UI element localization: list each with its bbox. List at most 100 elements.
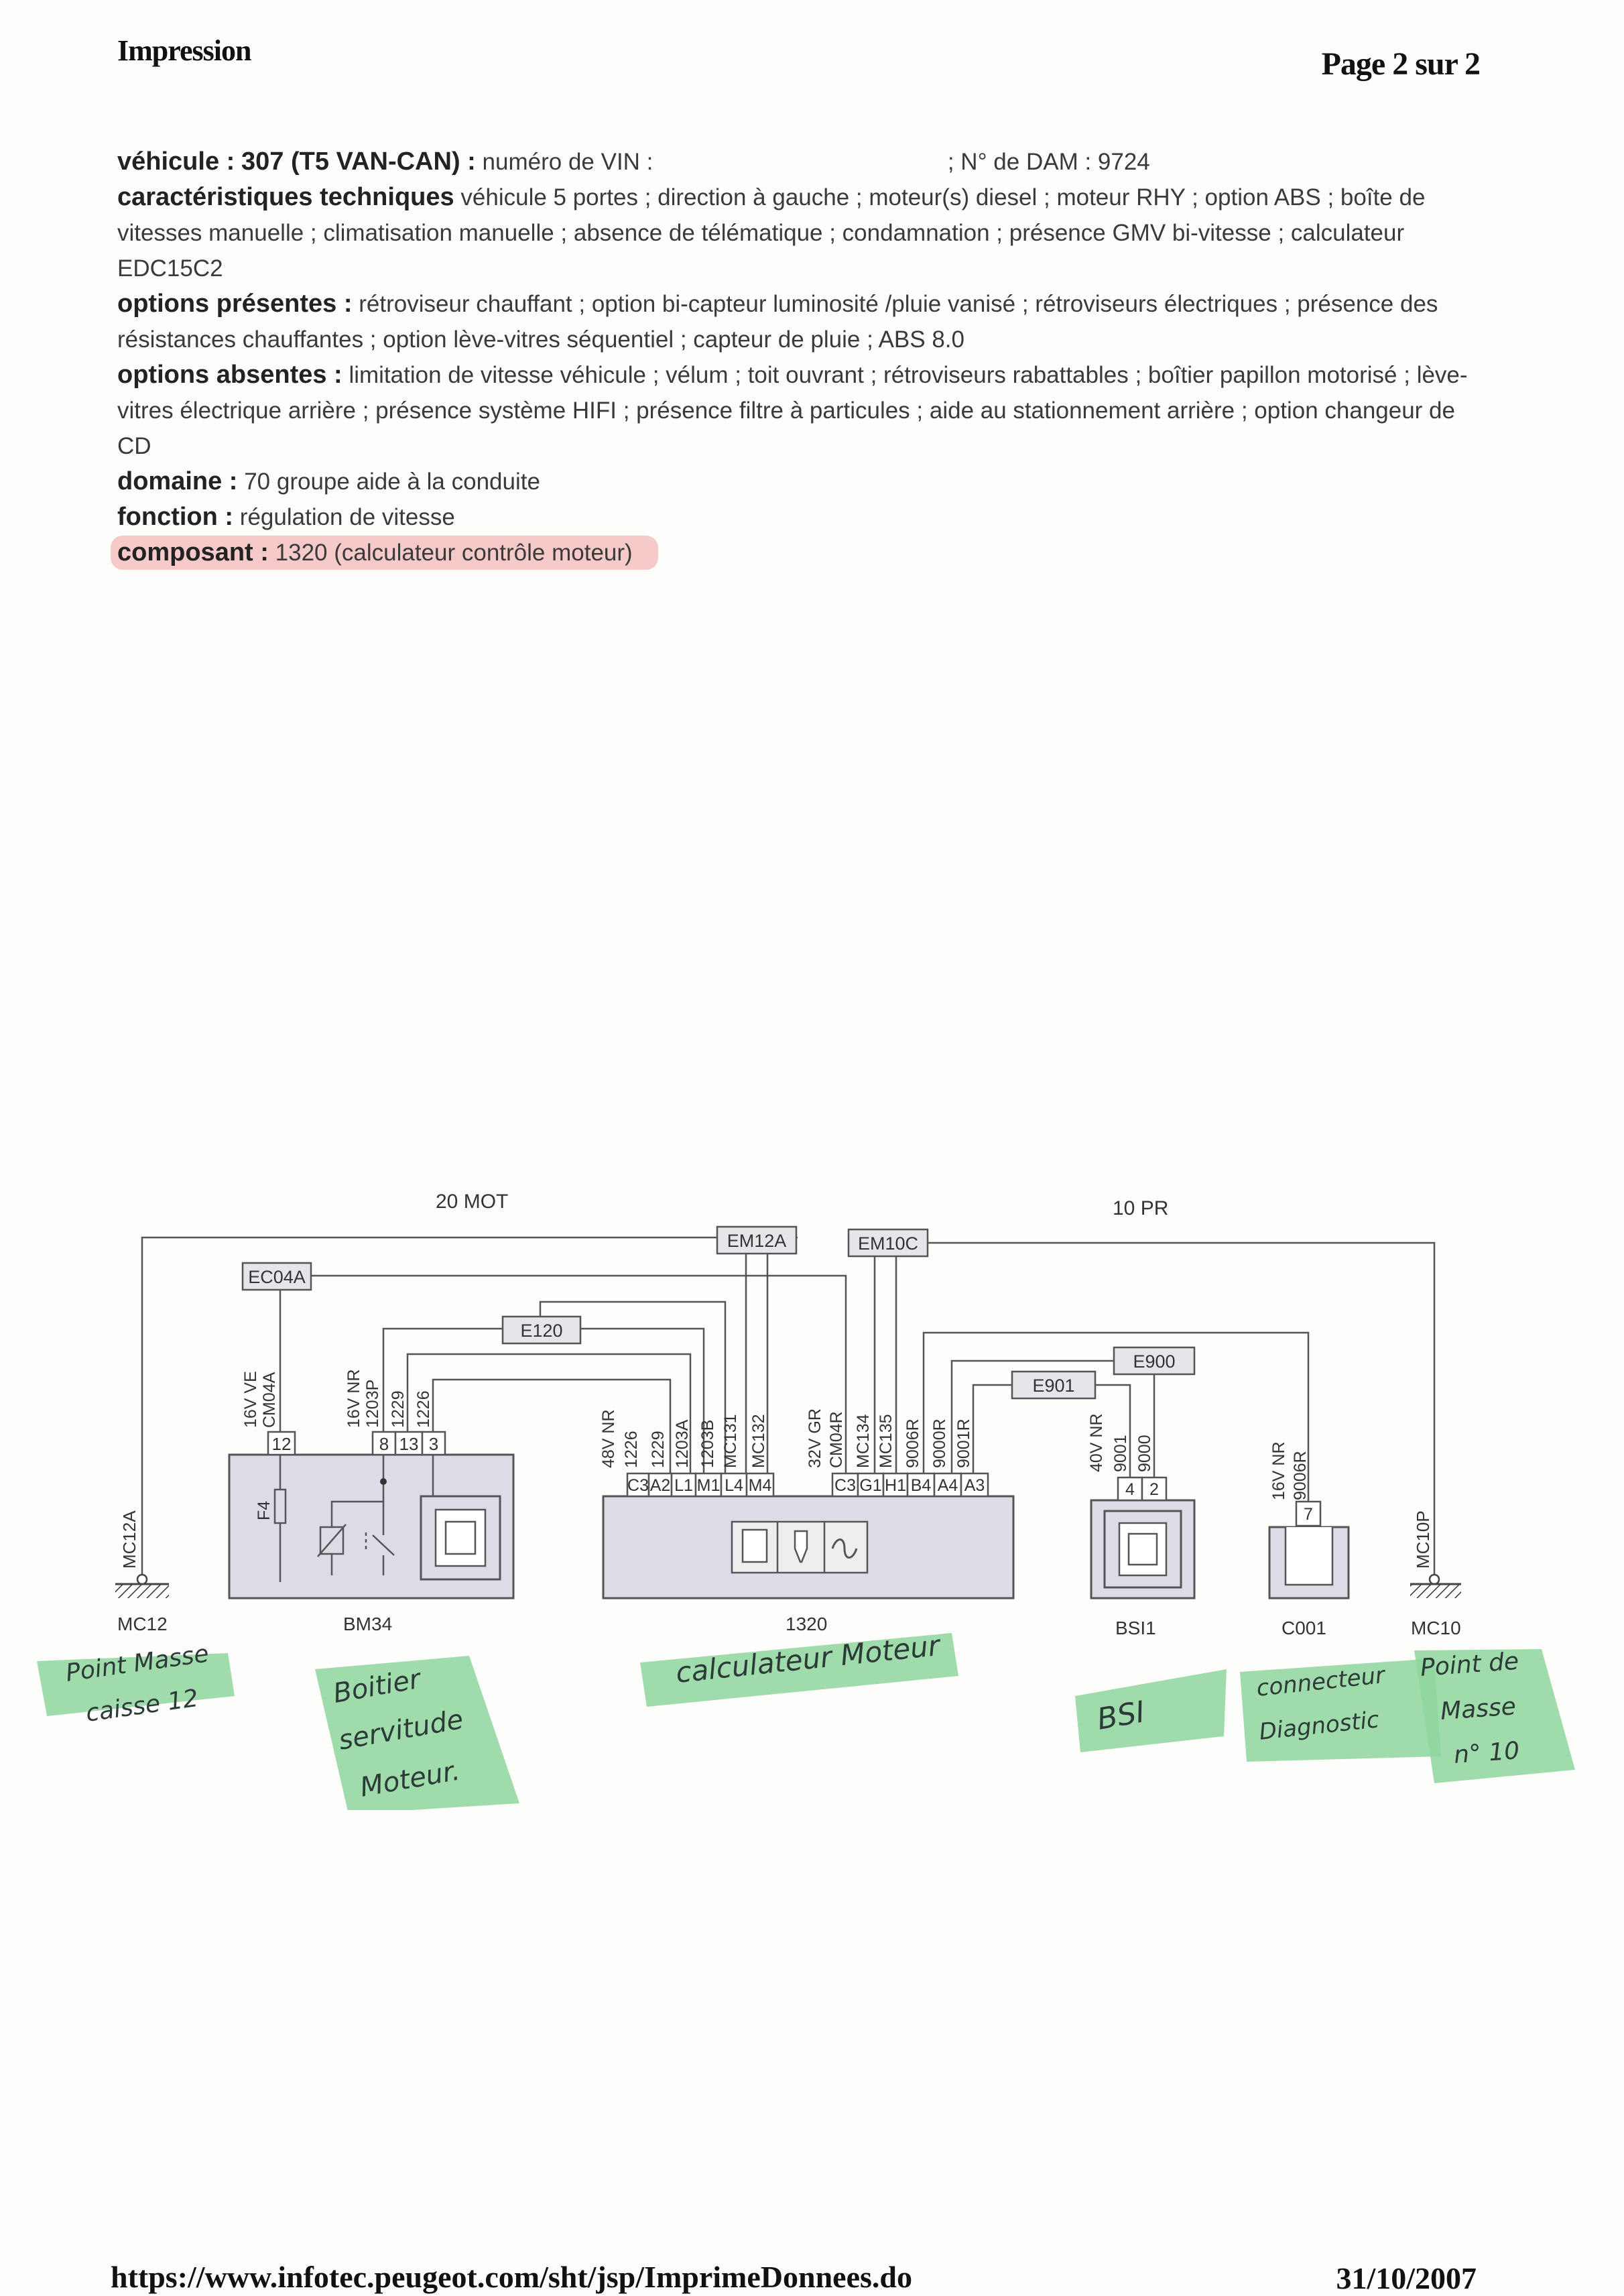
- connector-em12a-label: EM12A: [727, 1231, 787, 1251]
- ecu-wire-b: 9001R: [954, 1418, 973, 1468]
- ecu-pin-box: [720, 1472, 748, 1498]
- bsi-pin: 4: [1125, 1480, 1135, 1499]
- ground-mc10-hatch: [1410, 1585, 1461, 1598]
- ecu-pin-box: [831, 1472, 859, 1498]
- bm34-wire-label: 16V NR: [345, 1369, 363, 1428]
- ground-mc12-hatch: [115, 1585, 169, 1598]
- options-absent-value: limitation de vitesse véhicule ; vélum ;…: [117, 362, 1468, 459]
- footer-url[interactable]: https://www.infotec.peugeot.com/sht/jsp/…: [111, 2260, 912, 2294]
- page-number: Page 2 sur 2: [1321, 46, 1481, 82]
- chip-icon: [741, 1528, 768, 1563]
- ground-mc10-terminal: [1428, 1573, 1440, 1585]
- zone-label-mot: 20 MOT: [436, 1191, 508, 1213]
- note-mc10-line: n° 10: [1453, 1737, 1521, 1769]
- bsi-harness: 40V NR: [1087, 1413, 1106, 1472]
- ecu-wire-b: 9006R: [903, 1418, 922, 1468]
- c001-wire: 9006R: [1291, 1451, 1310, 1500]
- ecu-pin-box: [745, 1472, 775, 1498]
- ecu-pin-box: [626, 1472, 650, 1498]
- ecu-wire-a: 1229: [649, 1431, 668, 1468]
- chip-core-icon: [1127, 1532, 1158, 1566]
- ecu-pin: C3: [627, 1476, 649, 1495]
- component-line: composant : 1320 (calculateur contrôle m…: [111, 535, 1491, 570]
- ecu-wire-a: MC132: [749, 1414, 768, 1468]
- ecu-wire-a: MC131: [721, 1414, 740, 1468]
- wire-mc12a: [141, 1236, 717, 1577]
- bm34-pin: 8: [379, 1434, 389, 1454]
- diagnostic-socket-icon: [1284, 1527, 1334, 1586]
- tech-value: véhicule 5 portes ; direction à gauche ;…: [117, 184, 1426, 282]
- connector-e120-label: E120: [520, 1321, 562, 1341]
- chip-core-icon: [444, 1520, 477, 1555]
- connector-em10c: [847, 1228, 929, 1258]
- vehicle-line: véhicule : 307 (T5 VAN-CAN) : numéro de …: [117, 144, 1491, 180]
- vehicle-model: 307 (T5 VAN-CAN) :: [241, 147, 476, 176]
- bm34-module: 16V VE CM04A 16V NR 1203P 1229 1226 12 8…: [228, 1369, 515, 1634]
- ecu-pins: C3 A2 L1 M1 L4 M4 C3 G1 H1 B4 A4 A3: [626, 1472, 989, 1498]
- bm34-pin-box: [267, 1431, 296, 1456]
- wire-1203b: [580, 1327, 705, 1473]
- bsi-module: 40V NR 9001 9000 4 2 BSI1: [1087, 1413, 1196, 1638]
- ecu-wire-labels-b: 32V GR CM04R MC134 MC135 9006R 9000R 900…: [806, 1408, 973, 1468]
- ecu-wire-b: CM04R: [827, 1411, 846, 1468]
- ecu-harness-a: 48V NR: [599, 1409, 618, 1468]
- ground-mc10: MC10 MC10P: [1410, 1510, 1461, 1638]
- wire-9000r: [950, 1360, 1114, 1473]
- c001-name: C001: [1282, 1618, 1326, 1638]
- wire-1203p: [382, 1327, 503, 1435]
- note-highlight: [1414, 1649, 1575, 1783]
- options-present-label: options présentes :: [117, 290, 353, 318]
- domain-label: domaine :: [117, 467, 238, 495]
- bsi-pin-box: [1141, 1476, 1168, 1502]
- bm34-fuse-label: F4: [255, 1501, 273, 1520]
- dam-number: ; N° de DAM : 9724: [947, 149, 1150, 175]
- options-present-value: rétroviseur chauffant ; option bi-capteu…: [117, 291, 1438, 353]
- connector-em10c-label: EM10C: [858, 1233, 918, 1254]
- component-highlight: composant : 1320 (calculateur contrôle m…: [111, 536, 658, 570]
- fuse-icon: [273, 1488, 287, 1524]
- ecu-wire-b: MC135: [877, 1414, 895, 1468]
- function-value: régulation de vitesse: [239, 504, 455, 530]
- ground-mc12a-label: MC12A: [119, 1510, 139, 1569]
- wire-9001r: [972, 1384, 1012, 1473]
- vehicle-info: véhicule : 307 (T5 VAN-CAN) : numéro de …: [111, 144, 1491, 570]
- ecu-wire-a: 1226: [622, 1431, 641, 1468]
- connector-e901: [1011, 1370, 1097, 1400]
- wiring-diagram: 20 MOT 10 PR EM12A EM10C: [37, 1191, 1575, 1810]
- wire-9006r: [922, 1331, 1310, 1502]
- bm34-pins: 12 8 13 3: [267, 1431, 446, 1456]
- note-highlight: [640, 1633, 958, 1707]
- bsi-wire: 9000: [1135, 1435, 1154, 1472]
- wires: [141, 1236, 1436, 1577]
- wire-1203a: [539, 1301, 727, 1473]
- bm34-chip-frame: [420, 1495, 501, 1581]
- bm34-name: BM34: [343, 1614, 392, 1634]
- ecu-pin: G1: [859, 1476, 881, 1495]
- c001-pin-box: [1295, 1500, 1322, 1527]
- wire-mc10p: [928, 1242, 1436, 1577]
- note-bsi: BSI: [1095, 1695, 1147, 1737]
- domain-line: domaine : 70 groupe aide à la conduite: [117, 464, 1491, 499]
- c001-connector: 16V NR 9006R 7 C001: [1268, 1441, 1350, 1638]
- coil-icon: [831, 1538, 858, 1559]
- relay-coil-diagonal: [317, 1524, 347, 1557]
- function-line: fonction : régulation de vitesse: [117, 499, 1491, 535]
- ground-mc10-label: MC10: [1411, 1618, 1461, 1638]
- bm34-wire-label: 1229: [389, 1390, 408, 1428]
- component-label: composant :: [117, 538, 269, 566]
- c001-harness: 16V NR: [1269, 1441, 1288, 1500]
- wire-1229: [406, 1353, 692, 1473]
- options-absent-line: options absentes : limitation de vitesse…: [117, 357, 1491, 464]
- options-absent-label: options absentes :: [117, 361, 342, 389]
- bm34-wire-labels: 16V VE CM04A 16V NR 1203P 1229 1226: [241, 1369, 433, 1428]
- ground-mc12-terminal: [136, 1573, 148, 1585]
- ecu-pin: A2: [650, 1476, 671, 1495]
- ecu-pin: M1: [697, 1476, 721, 1495]
- ecu-wire-labels-a: 48V NR 1226 1229 1203A 1203B MC131 MC132: [599, 1409, 768, 1468]
- note-highlight: [315, 1656, 519, 1810]
- bm34-wire-label: 16V VE: [241, 1371, 260, 1428]
- ground-mc12-label: MC12: [117, 1614, 168, 1634]
- connector-e901-label: E901: [1032, 1376, 1074, 1396]
- bm34-wire-label: 1203P: [363, 1380, 382, 1428]
- wire-9001: [1095, 1384, 1131, 1477]
